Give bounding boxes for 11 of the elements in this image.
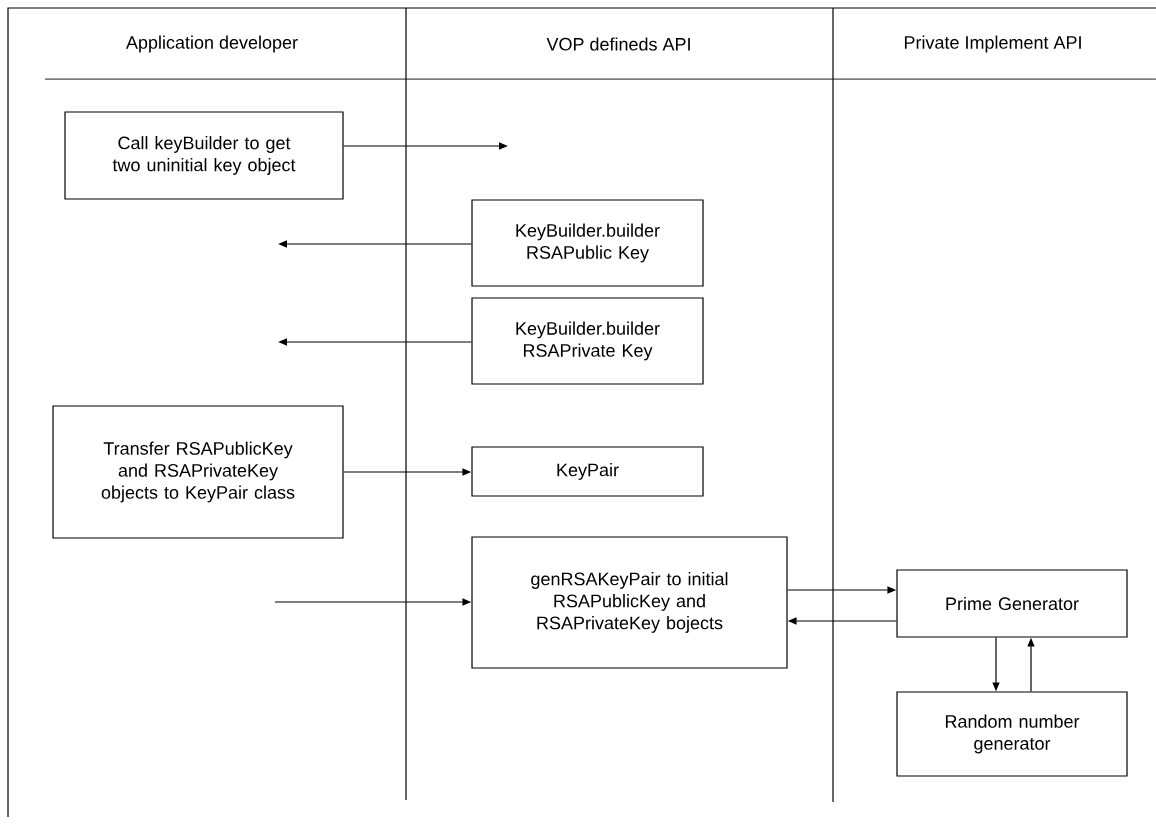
column-header: Application developer bbox=[126, 35, 298, 53]
process-box: KeyBuilder.builder RSAPublic Key bbox=[471, 199, 704, 287]
process-box: KeyBuilder.builder RSAPrivate Key bbox=[471, 297, 704, 385]
process-box: Prime Generator bbox=[896, 569, 1128, 638]
column-header: VOP defineds API bbox=[546, 37, 690, 51]
process-box: Call keyBuilder to get two uninitial key object bbox=[64, 111, 344, 200]
process-box: Transfer RSAPublicKey and RSAPrivateKey objects to KeyPair class bbox=[52, 405, 344, 539]
process-box: genRSAKeyPair to initial RSAPublicKey and RSAPrivateKey bojects bbox=[471, 536, 788, 669]
process-box: Random number generator bbox=[896, 691, 1128, 777]
process-box: KeyPair bbox=[471, 446, 704, 497]
column-header: Private Implement API bbox=[904, 35, 1081, 53]
